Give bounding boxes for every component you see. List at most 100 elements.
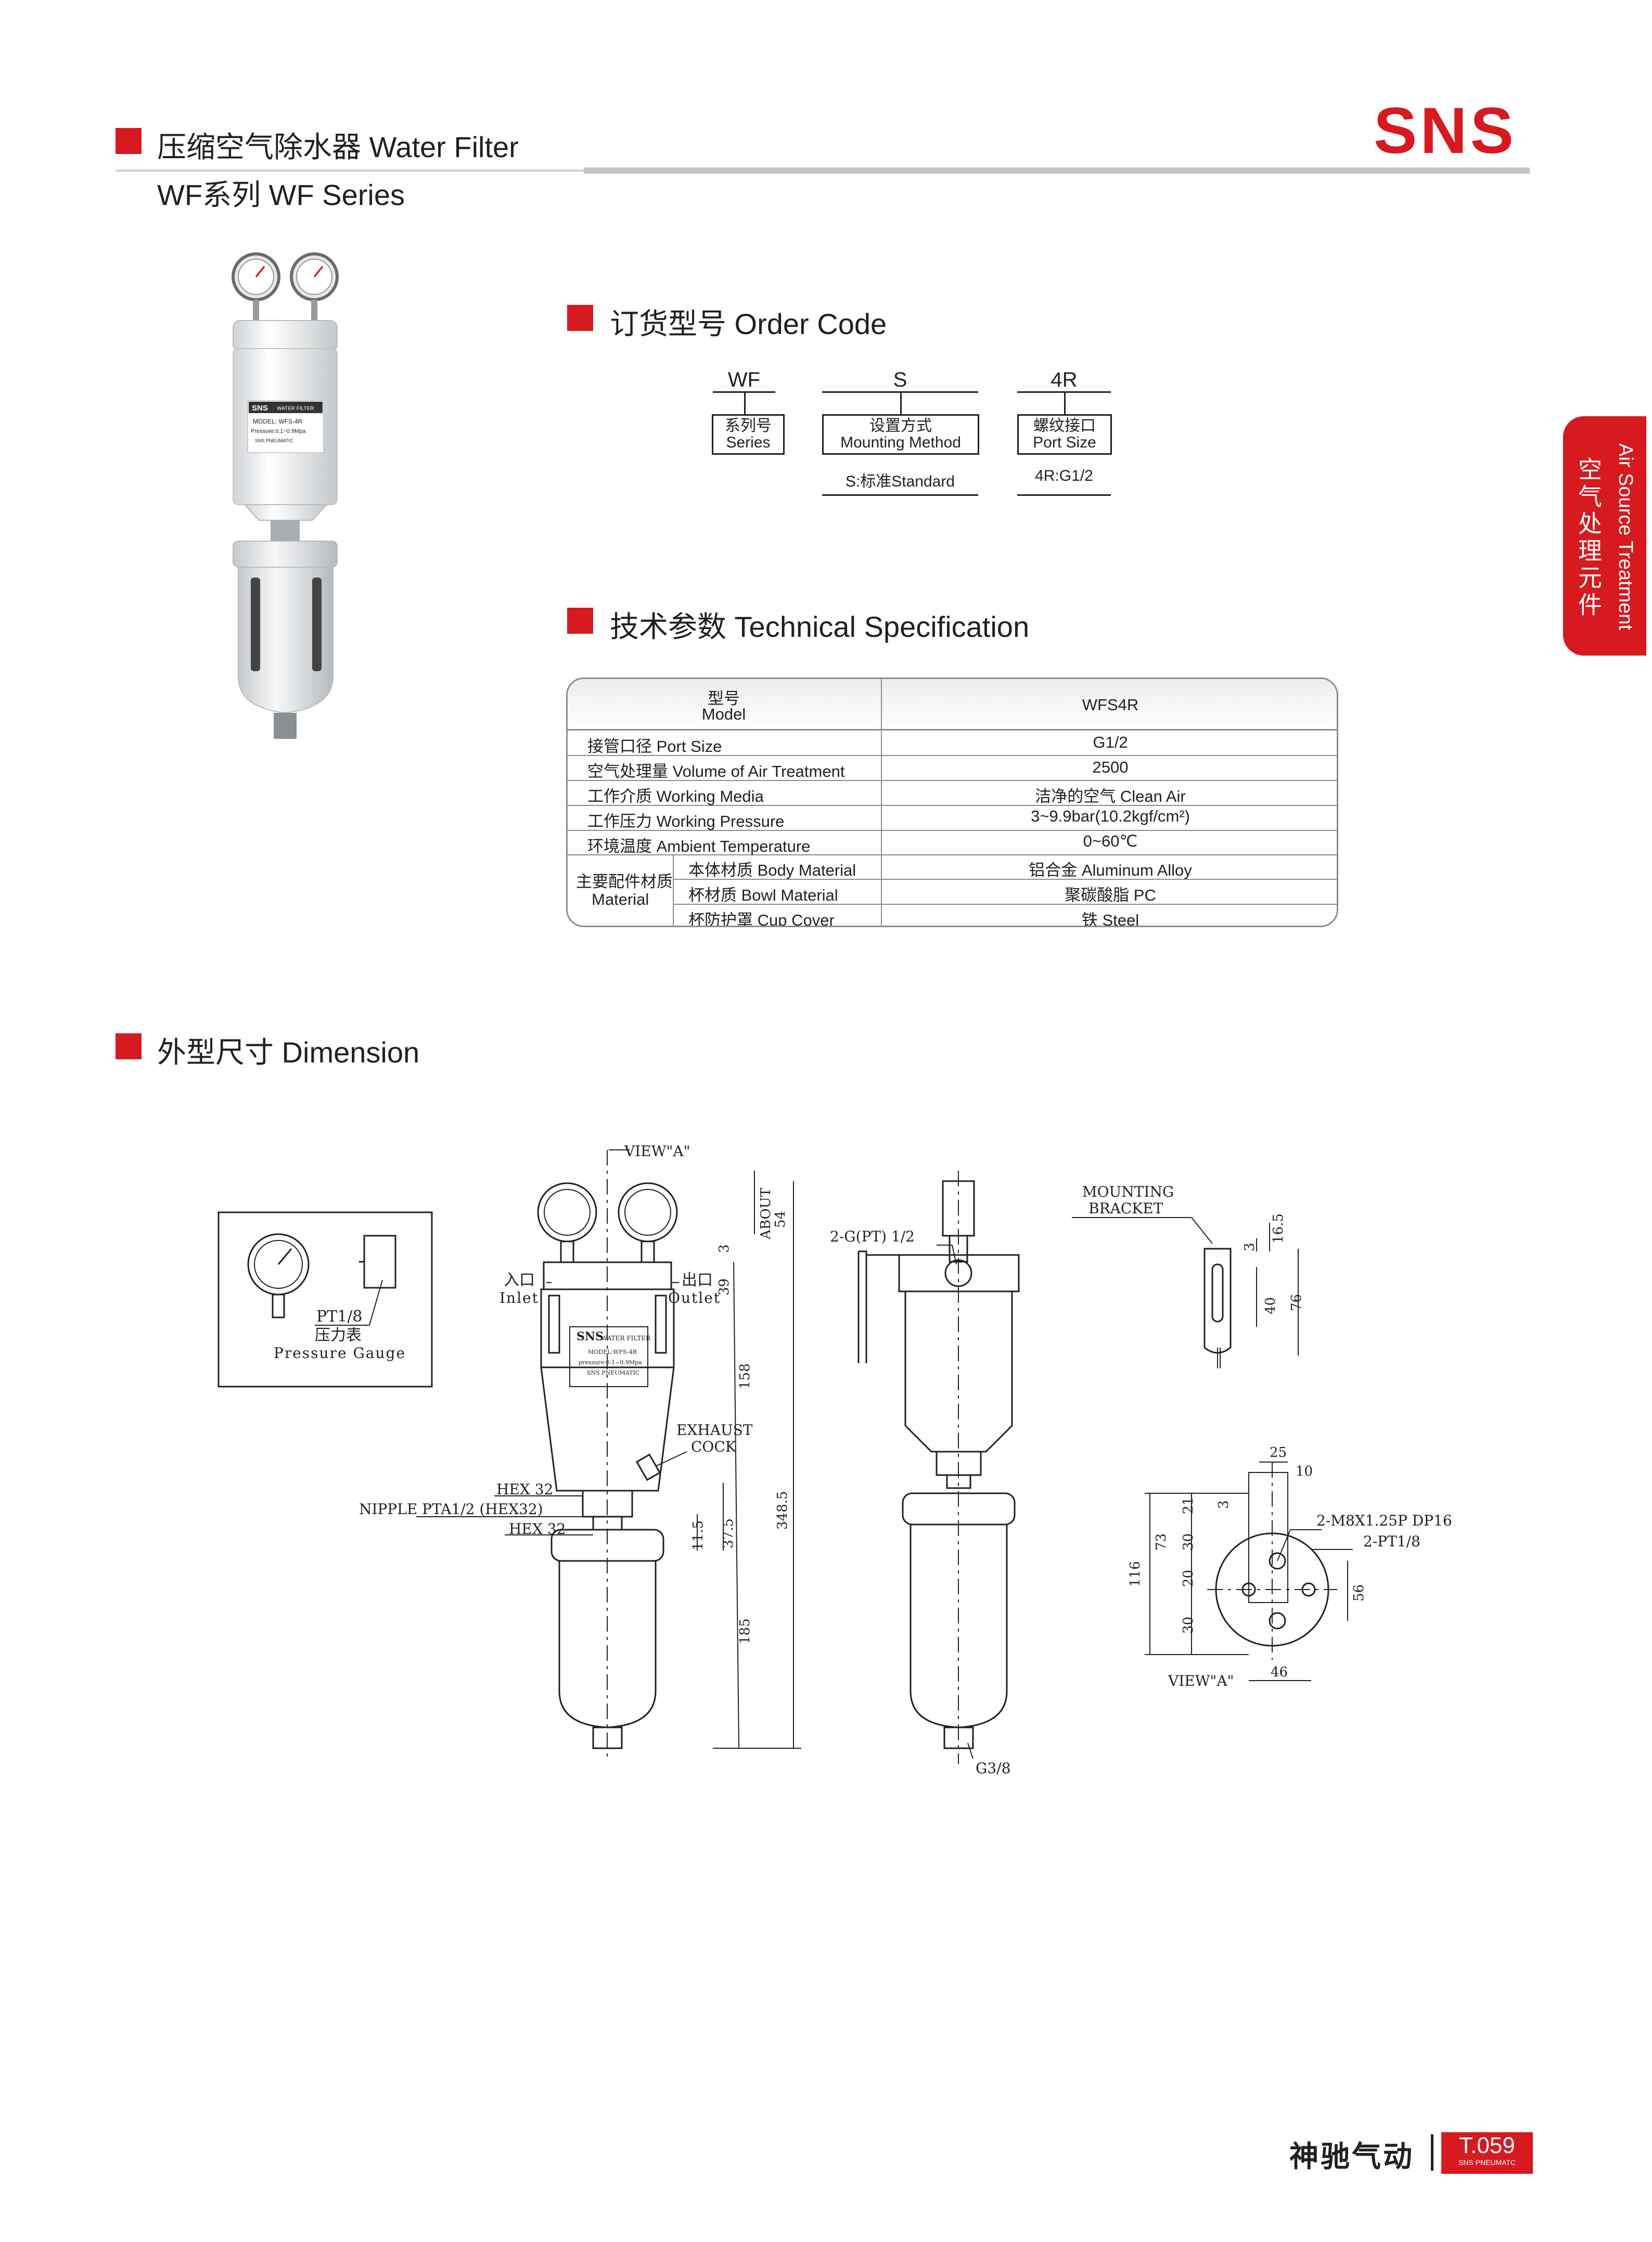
- view-a-dim-20: 20: [1181, 1570, 1196, 1587]
- bracket-dim-40: 40: [1263, 1297, 1278, 1314]
- photo-label-pressure: Pressure:0.1~0.9Mpa: [251, 428, 306, 434]
- order-code-mounting-option: S:标准Standard: [845, 473, 955, 490]
- header-rule-thin: [116, 170, 584, 172]
- spec-material-group-cn: 主要配件材质: [576, 873, 673, 891]
- bracket-dim-16-5: 16.5: [1271, 1213, 1286, 1244]
- order-code-port-box: 螺纹接口 Port Size: [1017, 414, 1112, 455]
- photo-label-model: MODEL: WFS-4R: [253, 418, 303, 425]
- front-body-line3: SNS PNEUMATIC: [587, 1369, 639, 1376]
- order-code-port: 4R: [1051, 368, 1078, 391]
- view-a-hole1: 2-M8X1.25P DP16: [1316, 1512, 1452, 1529]
- order-code-mounting-en: Mounting Method: [840, 434, 961, 451]
- dim-11-5: 11.5: [690, 1520, 706, 1551]
- front-view-a-label: VIEW"A": [624, 1143, 690, 1160]
- side-drain-label: G3/8: [976, 1760, 1010, 1777]
- view-a-dim-21: 21: [1181, 1497, 1196, 1514]
- spec-row-media-value: 洁净的空气 Clean Air: [1035, 787, 1186, 805]
- spec-row-body-label: 本体材质 Body Material: [688, 861, 856, 879]
- front-body-type: WATER FILTER: [601, 1335, 651, 1342]
- spec-row-temp-value: 0~60℃: [1083, 832, 1138, 850]
- view-a-dim-10: 10: [1296, 1464, 1313, 1479]
- order-code-mounting: S: [893, 368, 907, 391]
- view-a-dim-3: 3: [1216, 1500, 1232, 1509]
- inlet-cn-label: 入口: [504, 1271, 535, 1289]
- order-code-series-cn: 系列号: [725, 417, 772, 434]
- gauge-cn-label: 压力表: [315, 1326, 362, 1344]
- about-label: ABOUT: [758, 1187, 774, 1240]
- order-code-port-cn: 螺纹接口: [1033, 417, 1096, 434]
- spec-row-cover-value: 铁 Steel: [1081, 911, 1139, 927]
- front-body-line2: pressure:0.1~0.9Mpa: [579, 1359, 642, 1366]
- bracket-label-1: MOUNTING: [1082, 1183, 1174, 1200]
- order-code-series: WF: [727, 368, 761, 391]
- gauge-en-label: Pressure Gauge: [274, 1344, 406, 1362]
- footer-subtitle: SNS PNEUMATC: [1458, 2158, 1516, 2167]
- spec-marker: [567, 608, 593, 634]
- view-a-dim-56: 56: [1351, 1584, 1367, 1602]
- order-code-mounting-cn: 设置方式: [869, 417, 932, 434]
- spec-row-port-label: 接管口径 Port Size: [587, 737, 722, 755]
- order-code-series-en: Series: [726, 434, 771, 451]
- spec-row-bowl-value: 聚碳酸脂 PC: [1065, 886, 1156, 904]
- footer-page-badge: T.059 SNS PNEUMATC: [1441, 2132, 1533, 2174]
- mounting-bracket: [1072, 1217, 1299, 1368]
- exhaust-label: EXHAUST: [676, 1421, 753, 1439]
- view-a-hole2: 2-PT1/8: [1363, 1533, 1420, 1550]
- spec-header-value: WFS4R: [1082, 696, 1139, 714]
- view-a-dim-116: 116: [1128, 1561, 1143, 1587]
- gauge-left: [232, 252, 280, 321]
- bracket-dim-3: 3: [1242, 1242, 1258, 1251]
- front-view: [416, 1149, 801, 1759]
- bracket-dim-76: 76: [1289, 1294, 1304, 1311]
- view-a-label: VIEW"A": [1168, 1672, 1234, 1689]
- spec-row-volume-label: 空气处理量 Volume of Air Treatment: [587, 762, 845, 780]
- side-view: [857, 1171, 1020, 1764]
- order-code-marker: [567, 305, 593, 331]
- cock-label: COCK: [691, 1438, 737, 1455]
- inlet-en-label: Inlet: [500, 1289, 539, 1306]
- spec-row-port-value: G1/2: [1093, 733, 1128, 751]
- order-code-port-option: 4R:G1/2: [1035, 467, 1093, 484]
- order-code-mounting-box: 设置方式 Mounting Method: [822, 414, 979, 455]
- footer-page-number: T.059: [1459, 2133, 1515, 2158]
- spec-material-group-en: Material: [592, 890, 649, 908]
- gauge-right: [290, 252, 339, 321]
- dim-158: 158: [737, 1363, 753, 1389]
- side-port-label: 2-G(PT) 1/2: [830, 1228, 915, 1245]
- dimension-marker: [116, 1033, 142, 1059]
- spec-row-pressure-value: 3~9.9bar(10.2kgf/cm²): [1031, 807, 1190, 825]
- view-a-dim-46: 46: [1271, 1664, 1288, 1680]
- photo-label-maker: SNS PNEUMATIC: [255, 438, 293, 443]
- gauge-code-label: PT1/8: [316, 1308, 362, 1326]
- outlet-cn-label: 出口: [682, 1271, 713, 1289]
- spec-row-cover-label: 杯防护罩 Cup Cover: [688, 911, 835, 927]
- brand-logo: SNS: [1374, 95, 1517, 167]
- hex2-label: HEX 32: [509, 1520, 566, 1538]
- front-body-line1: MODEL:WFS-4R: [588, 1349, 637, 1355]
- spec-title: 技术参数 Technical Specification: [610, 610, 1030, 643]
- spec-table-header: [568, 679, 1337, 731]
- page-title: 压缩空气除水器 Water Filter: [157, 131, 519, 163]
- side-tab-chinese: 空气处理元件: [1575, 457, 1602, 619]
- view-a: [1145, 1462, 1353, 1681]
- order-code-port-en: Port Size: [1033, 434, 1096, 451]
- footer-company: 神驰气动: [1289, 2140, 1414, 2173]
- dim-37-5: 37.5: [721, 1518, 736, 1548]
- spec-table: 型号 Model WFS4R 接管口径 Port Size G1/2 空气处理量…: [566, 677, 1338, 927]
- page-subtitle: WF系列 WF Series: [157, 178, 405, 211]
- dim-54: 54: [773, 1211, 788, 1228]
- dim-185: 185: [737, 1618, 753, 1644]
- photo-label-brand: SNS: [252, 404, 268, 413]
- outlet-en-label: Outlet: [668, 1289, 721, 1306]
- spec-row-media-label: 工作介质 Working Media: [587, 787, 764, 805]
- side-category-tab[interactable]: [1563, 416, 1646, 656]
- hex1-label: HEX 32: [496, 1481, 553, 1498]
- spec-header-en: Model: [701, 705, 746, 723]
- spec-row-body-value: 铝合金 Aluminum Alloy: [1029, 861, 1192, 879]
- spec-header-cn: 型号: [708, 689, 740, 708]
- front-body-brand: SNS: [577, 1330, 604, 1343]
- footer-divider: [1431, 2134, 1433, 2171]
- title-marker: [116, 128, 142, 154]
- view-a-dim-73: 73: [1154, 1533, 1169, 1551]
- dim-3: 3: [716, 1244, 732, 1253]
